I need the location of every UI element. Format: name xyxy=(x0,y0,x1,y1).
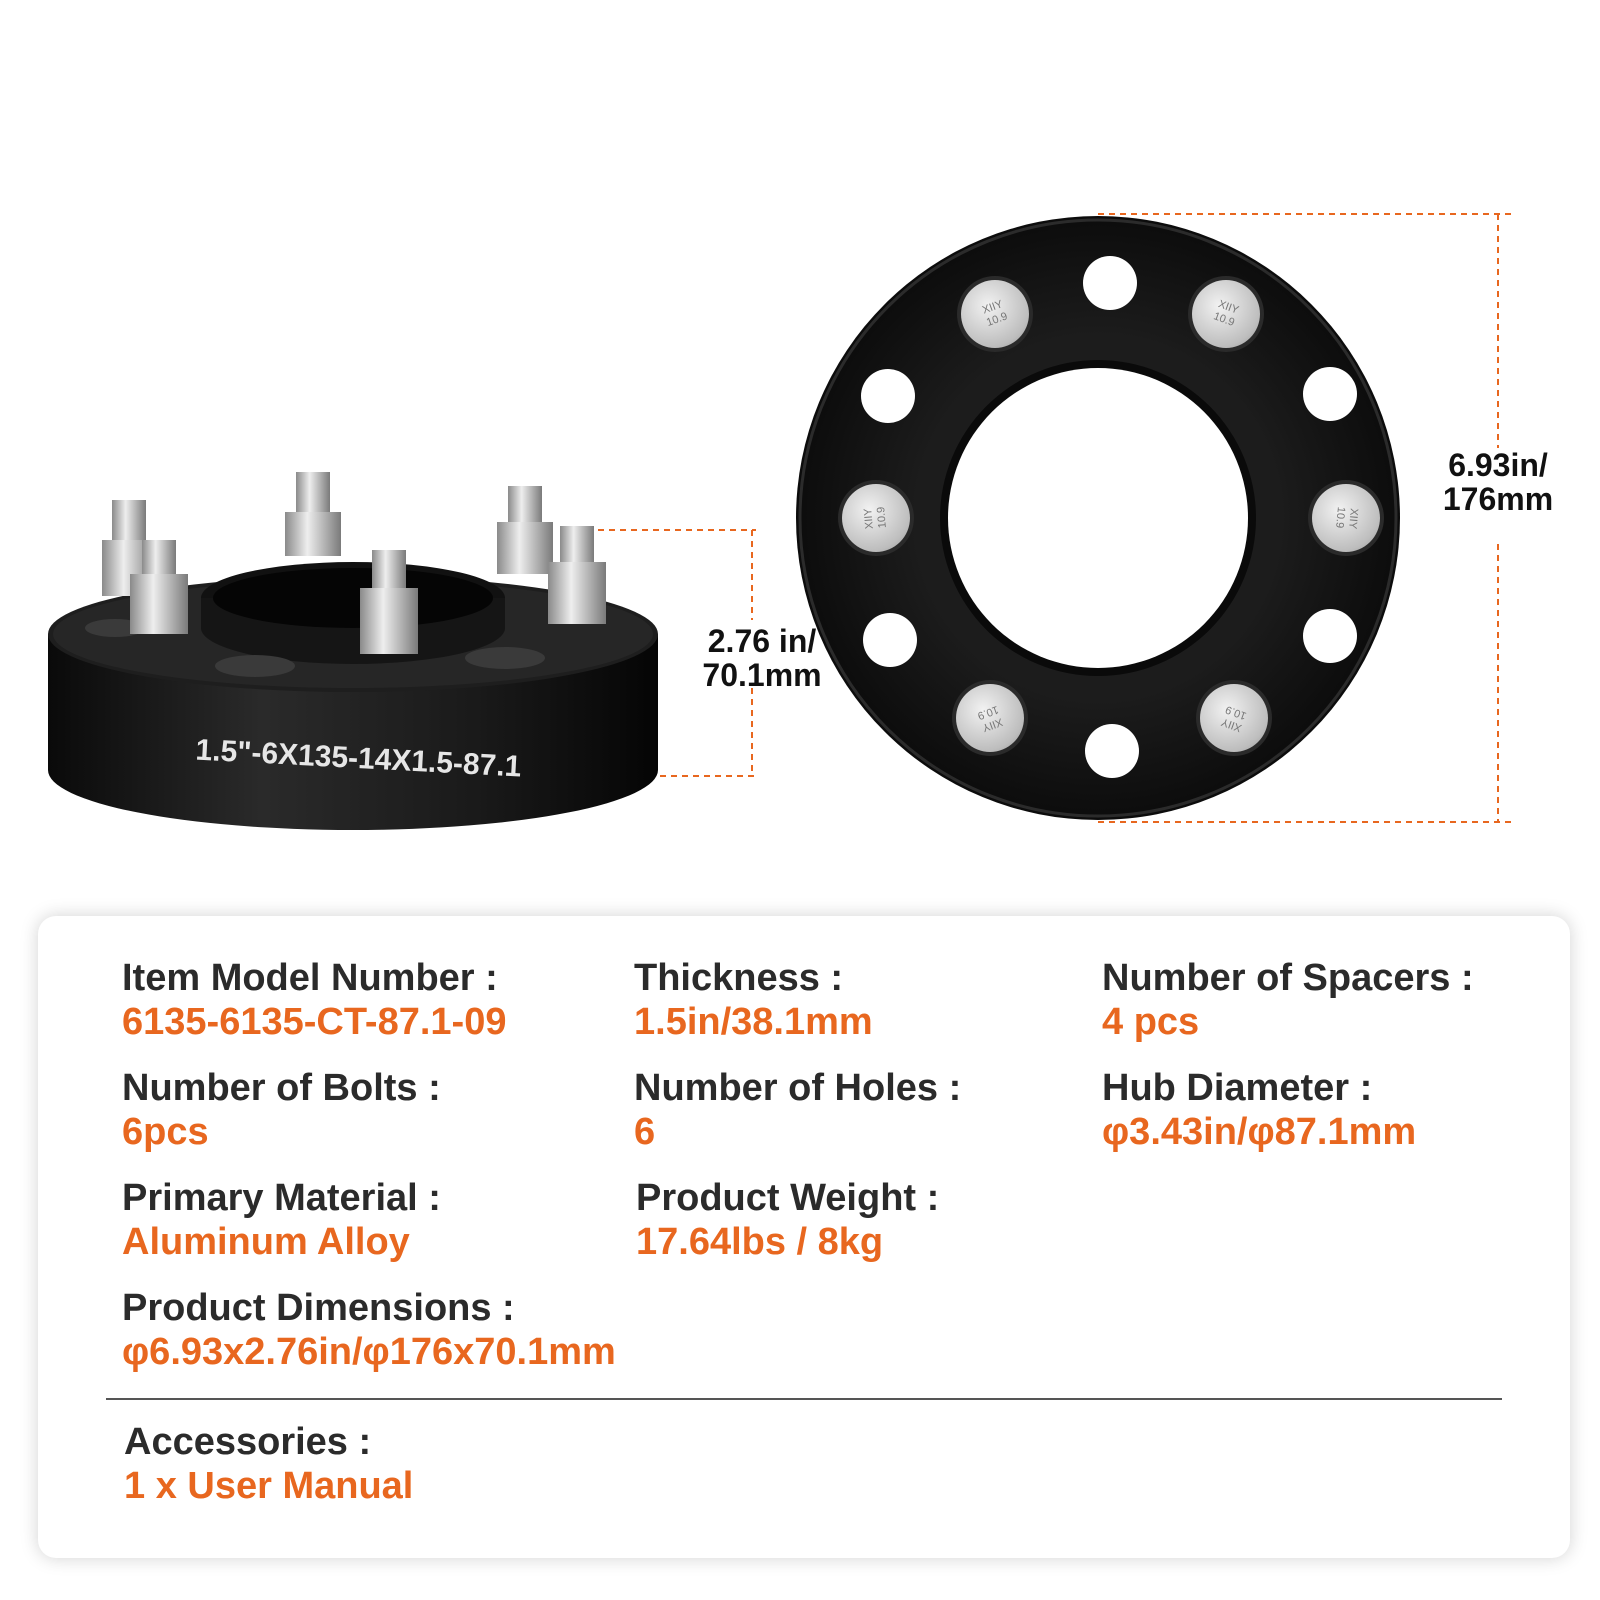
spec-number-of-spacers: Number of Spacers : 4 pcs xyxy=(1102,956,1474,1044)
spec-label: Thickness : xyxy=(634,957,844,999)
spec-accessories: Accessories : 1 x User Manual xyxy=(124,1420,413,1508)
spec-value: φ3.43in/φ87.1mm xyxy=(1102,1111,1417,1153)
diameter-label: 6.93in/ 176mm xyxy=(1442,447,1554,517)
spec-number-of-holes: Number of Holes : 6 xyxy=(634,1066,961,1154)
bolt-marking: XIIY 10.9 xyxy=(980,298,1010,329)
spec-thickness: Thickness : 1.5in/38.1mm xyxy=(634,956,873,1044)
bolt-stud-5 xyxy=(360,550,418,654)
spacer-front-view xyxy=(796,216,1400,820)
bolt-stud-2 xyxy=(285,472,341,556)
bolt-marking: XIIY 10.9 xyxy=(862,506,889,530)
spec-label: Accessories : xyxy=(124,1421,372,1463)
center-bore xyxy=(948,368,1248,668)
spec-value: 4 pcs xyxy=(1102,1001,1200,1043)
bolt-marking: XIIY 10.9 xyxy=(1211,298,1241,329)
bolt-stud-6 xyxy=(548,526,606,624)
bolt-stud-4 xyxy=(130,540,188,634)
spec-value: 1.5in/38.1mm xyxy=(634,1001,873,1043)
spec-value: 6pcs xyxy=(122,1111,209,1153)
bolt-head-3: XIIY 10.9 xyxy=(1312,484,1380,552)
spacer-side-view: 1.5"-6X135-14X1.5-87.1 xyxy=(48,472,658,830)
bolt-marking: XIIY 10.9 xyxy=(1219,703,1249,734)
spec-label: Product Dimensions : xyxy=(122,1287,515,1329)
spec-value: 6 xyxy=(634,1111,656,1153)
spec-label: Product Weight : xyxy=(636,1177,940,1219)
spec-label: Hub Diameter : xyxy=(1102,1067,1373,1109)
bolt-head-4: XIIY 10.9 xyxy=(1200,684,1268,752)
spec-primary-material: Primary Material : Aluminum Alloy xyxy=(122,1176,441,1264)
spec-product-dimensions: Product Dimensions : φ6.93x2.76in/φ176x7… xyxy=(122,1286,616,1374)
bolt-head-5: XIIY 10.9 xyxy=(956,684,1024,752)
thickness-label: 2.76 in/ 70.1mm xyxy=(702,623,822,693)
bolt-head-2: XIIY 10.9 xyxy=(1192,280,1260,348)
bolt-marking: XIIY 10.9 xyxy=(975,703,1005,734)
spec-label: Number of Bolts : xyxy=(122,1067,441,1109)
wheel-spacer-illustration: 1.5"-6X135-14X1.5-87.1 xyxy=(48,213,1512,830)
divider xyxy=(106,1398,1502,1400)
spec-value: 17.64lbs / 8kg xyxy=(636,1221,884,1263)
bolt-head-6: XIIY 10.9 xyxy=(842,484,910,552)
spec-product-weight: Product Weight : 17.64lbs / 8kg xyxy=(636,1176,939,1264)
spec-label: Item Model Number : xyxy=(122,957,498,999)
bolt-stud-3 xyxy=(497,486,553,574)
spec-value: Aluminum Alloy xyxy=(122,1221,410,1263)
bolt-head-1: XIIY 10.9 xyxy=(961,280,1029,348)
spec-label: Primary Material : xyxy=(122,1177,441,1219)
spec-hub-diameter: Hub Diameter : φ3.43in/φ87.1mm xyxy=(1102,1066,1416,1154)
bolt-marking: XIIY 10.9 xyxy=(1333,506,1360,530)
spec-card: Item Model Number : 6135-6135-CT-87.1-09… xyxy=(38,916,1570,1558)
thickness-dimension xyxy=(598,529,756,777)
product-figure: 1.5"-6X135-14X1.5-87.1 xyxy=(48,213,1554,830)
spec-value: φ6.93x2.76in/φ176x70.1mm xyxy=(122,1331,616,1373)
spec-item-model-number: Item Model Number : 6135-6135-CT-87.1-09 xyxy=(122,956,506,1044)
spec-value: 1 x User Manual xyxy=(124,1465,414,1507)
diameter-dimension xyxy=(1098,213,1512,823)
spec-label: Number of Holes : xyxy=(634,1067,962,1109)
spec-number-of-bolts: Number of Bolts : 6pcs xyxy=(122,1066,441,1154)
spec-value: 6135-6135-CT-87.1-09 xyxy=(122,1001,507,1043)
spec-label: Number of Spacers : xyxy=(1102,957,1474,999)
